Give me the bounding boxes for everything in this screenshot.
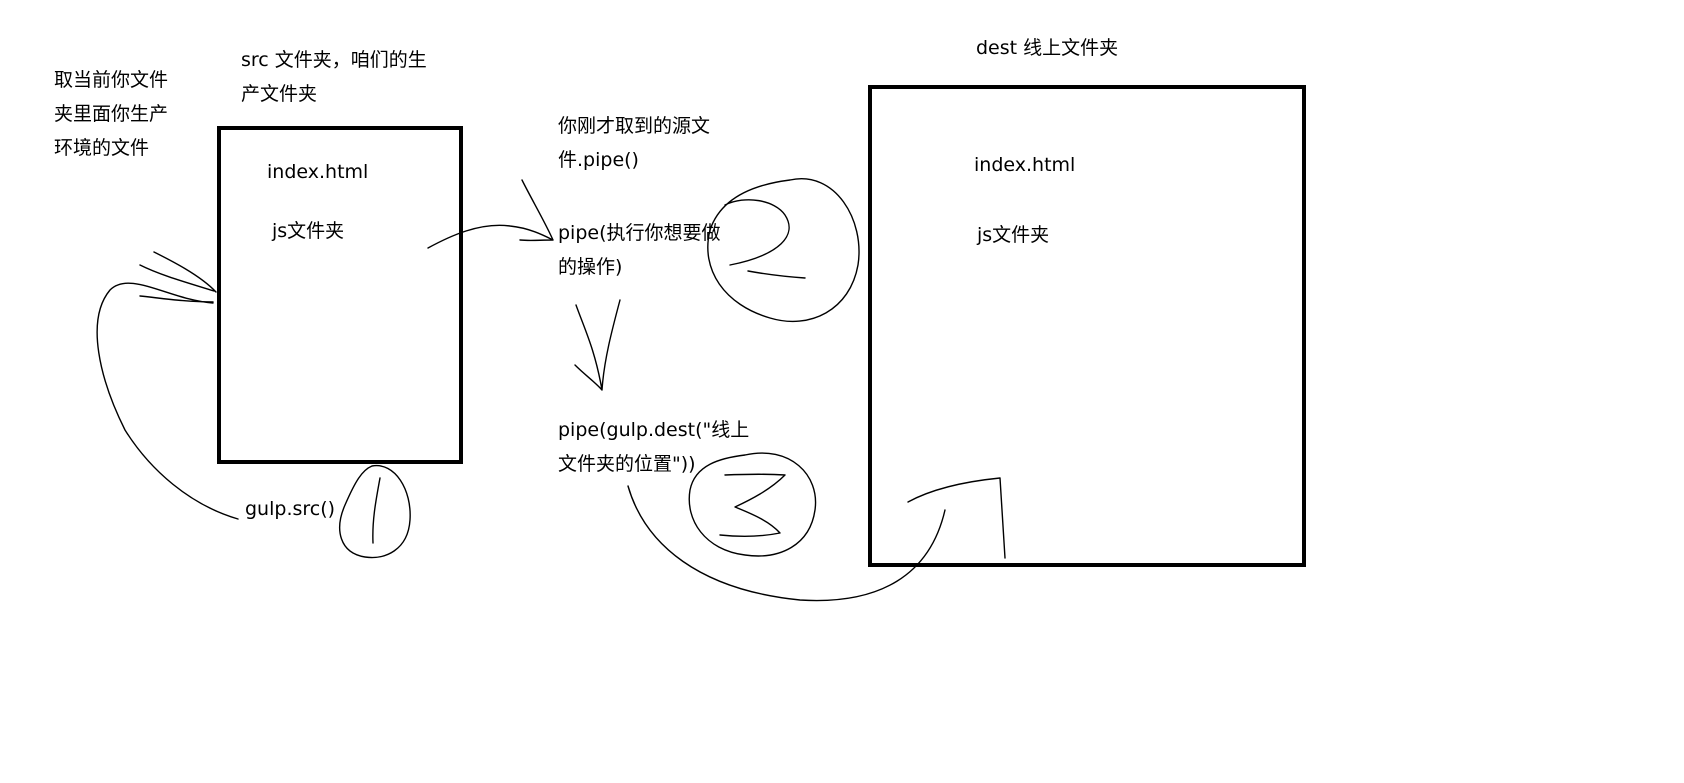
pipe-note-line-1: 你刚才取到的源文 xyxy=(558,115,711,137)
src-folder-box xyxy=(217,126,463,464)
circled-number-2 xyxy=(707,178,860,323)
loop-to-gulp-src xyxy=(96,282,239,520)
left-note-line-2: 夹里面你生产 xyxy=(54,103,169,125)
gulp-src-label: gulp.src() xyxy=(245,498,336,520)
pipe-dest-note: pipe(gulp.dest("线上 文件夹的位置")) xyxy=(558,413,749,481)
pipe-source-note: 你刚才取到的源文 件.pipe() xyxy=(558,109,710,177)
pipe-exec-line-1: pipe(执行你想要做 xyxy=(558,222,721,244)
circled-number-1 xyxy=(339,465,411,559)
pipe-dest-line-1: pipe(gulp.dest("线上 xyxy=(558,419,750,441)
arrow-src-to-pipe xyxy=(427,179,554,249)
arrow-pipe-down xyxy=(574,299,621,391)
pipe-dest-line-2: 文件夹的位置")) xyxy=(558,453,696,475)
pipe-note-line-2: 件.pipe() xyxy=(558,149,639,171)
dest-folder-box xyxy=(868,85,1306,567)
dest-index-file: index.html xyxy=(974,154,1076,176)
src-index-file: index.html xyxy=(267,161,369,183)
src-folder-title: src 文件夹，咱们的生 产文件夹 xyxy=(241,43,427,111)
arrow-to-src-box xyxy=(139,251,217,303)
left-note-line-1: 取当前你文件 xyxy=(54,69,169,91)
circled-number-3 xyxy=(688,452,817,557)
pipe-exec-note: pipe(执行你想要做 的操作) xyxy=(558,216,721,284)
src-js-folder: js文件夹 xyxy=(272,220,345,242)
src-title-line-2: 产文件夹 xyxy=(241,83,318,105)
pipe-exec-line-2: 的操作) xyxy=(558,256,623,278)
arrow-pipe-to-dest-box xyxy=(627,477,1006,602)
left-note-line-3: 环境的文件 xyxy=(54,137,150,159)
dest-folder-title: dest 线上文件夹 xyxy=(976,37,1119,59)
left-note: 取当前你文件 夹里面你生产 环境的文件 xyxy=(54,63,168,165)
src-title-line-1: src 文件夹，咱们的生 xyxy=(241,49,427,71)
dest-js-folder: js文件夹 xyxy=(977,224,1050,246)
